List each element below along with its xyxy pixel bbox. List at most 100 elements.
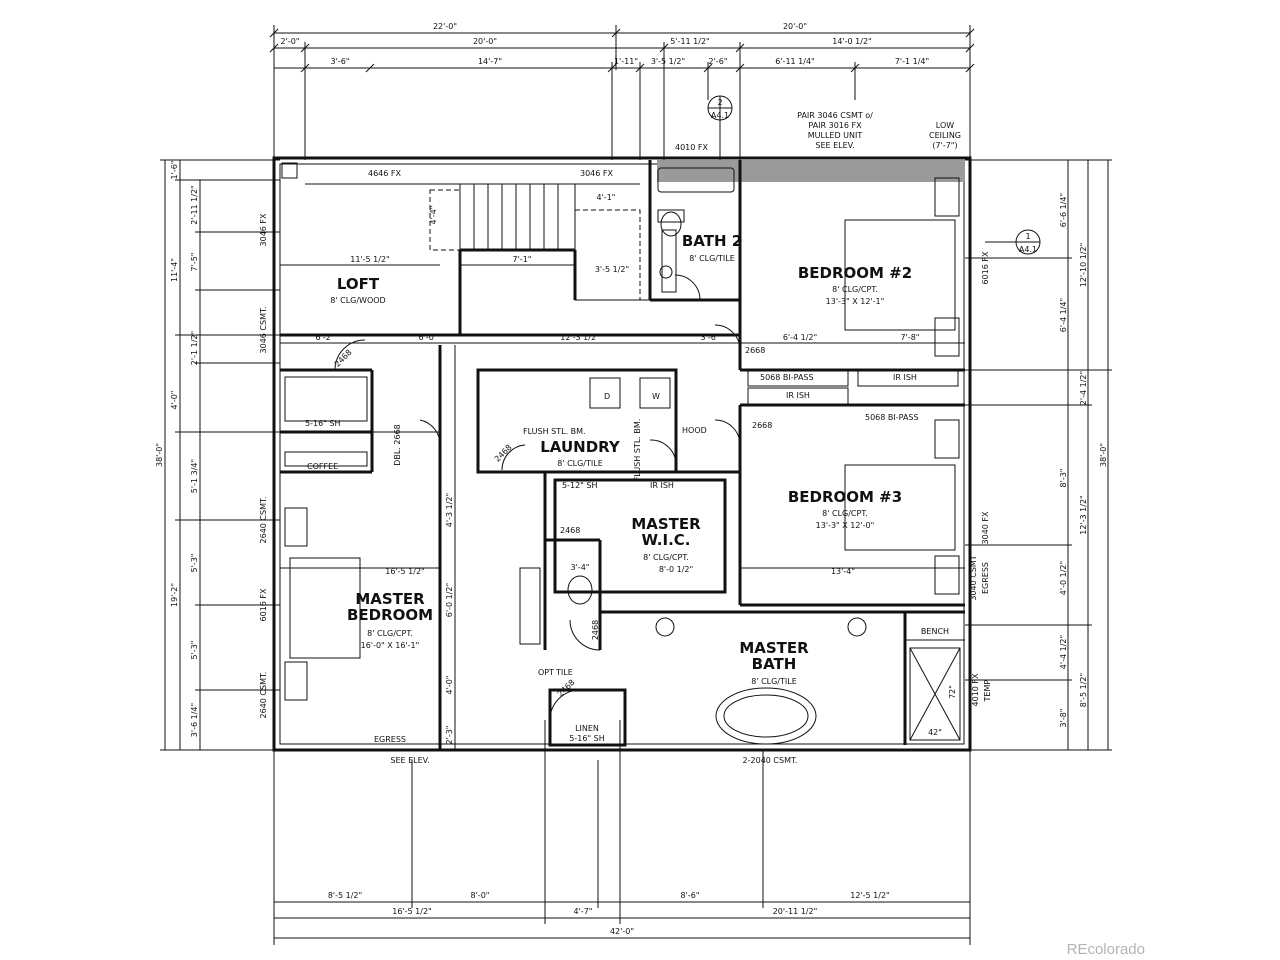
callout-1-sheet: A4.1: [1019, 245, 1037, 254]
note-coffee: COFFEE: [307, 462, 338, 471]
dim-top-5-11: 5'-11 1/2": [670, 37, 709, 46]
room-bedroom3-spec: 8' CLG/CPT.: [822, 509, 868, 518]
note-hood: HOOD: [682, 426, 707, 435]
note-3-4: 3'-4": [571, 563, 590, 572]
dim-right-2-4: 2'-4 1/2": [1079, 371, 1088, 405]
fixtures: [284, 167, 960, 745]
note-2468d: 2468: [556, 678, 577, 699]
dim-int-6-2: 6'-2": [316, 333, 335, 342]
dimension-text-left: 1'-6" 11'-4" 4'-0" 5'-1 3/4" 19'-2" 38'-…: [155, 161, 199, 738]
nightstand-b: [284, 661, 308, 701]
note-4010-fx: 4010 FX: [971, 673, 980, 707]
dim-right-12-10: 12'-10 1/2": [1079, 243, 1088, 288]
note-temp: TEMP.: [983, 679, 992, 703]
dim-right-6-6: 6'-6 1/4": [1059, 193, 1068, 227]
dim-left-1-6: 1'-6": [170, 161, 179, 180]
sink-master-a: [655, 617, 675, 637]
note-2668b: 2668: [752, 421, 772, 430]
note-dbl-2668: DBL. 2668: [393, 424, 402, 466]
vanity-bath2: [661, 229, 677, 293]
nightstand-c: [934, 177, 960, 217]
note-irsh1: IR ISH: [893, 373, 917, 382]
dim-bot-8-0: 8'-0": [471, 891, 490, 900]
dim-right-8-3: 8'-3": [1059, 469, 1068, 488]
room-master-bed-2: BEDROOM: [347, 606, 433, 624]
dim-int-4-1: 4'-1": [597, 193, 616, 202]
dim-left-19-2: 19'-2": [170, 583, 179, 607]
room-master-wic-2: W.I.C.: [641, 531, 690, 549]
room-bedroom2: BEDROOM #2: [798, 264, 912, 282]
note-linen-sh: 5-16" SH: [569, 734, 604, 743]
dim-right-total: 38'-0": [1099, 443, 1108, 467]
annotations: 4646 FX 3046 FX 4010 FX PAIR 3046 CSMT o…: [259, 111, 992, 765]
note-low3: (7'-7"): [932, 141, 957, 150]
closet-shelf-loft: [284, 376, 368, 422]
note-flush2: FLUSH STL. BM.: [633, 419, 642, 482]
dim-right-12-3: 12'-3 1/2": [1079, 495, 1088, 534]
nightstand-e: [934, 419, 960, 459]
dim-top-14-7: 14'-7": [478, 57, 502, 66]
door-swings: [334, 274, 741, 721]
note-irsh3: IR ISH: [650, 481, 674, 490]
dim-left-2-1: 2'-1 1/2": [190, 331, 199, 365]
note-sh-wic: 5-12" SH: [562, 481, 597, 490]
dim-left-7-5: 7'-5": [190, 253, 199, 272]
toilet-master: [567, 575, 593, 605]
note-3040-csmt: 3040 CSMT: [969, 555, 978, 600]
note-bipass1: 5068 BI-PASS: [760, 373, 814, 382]
room-bedroom2-size: 13'-3" X 12'-1": [826, 297, 885, 306]
dim-top-7-1: 7'-1 1/4": [895, 57, 929, 66]
dim-left-11-4: 11'-4": [170, 258, 179, 282]
toilet-bath2: [660, 211, 682, 237]
dim-int-13-4: 13'-4": [831, 567, 855, 576]
dim-int-16-5: 16'-5 1/2": [385, 567, 424, 576]
dimension-text-bottom: 8'-5 1/2" 8'-0" 8'-6" 12'-5 1/2" 16'-5 1…: [328, 891, 890, 936]
dim-bot-8-6: 8'-6": [681, 891, 700, 900]
dim-top-2: 2'-0": [281, 37, 300, 46]
bed-bedroom2: [844, 219, 956, 331]
note-low2: CEILING: [929, 131, 961, 140]
freestanding-tub: [715, 687, 817, 745]
dim-int-11-5: 11'-5 1/2": [350, 255, 389, 264]
dim-right-8-5: 8'-5 1/2": [1079, 673, 1088, 707]
note-2468e: 2468: [333, 348, 354, 369]
note-egress-right: EGRESS: [981, 562, 990, 594]
dim-int-4-3: 4'-3 1/2": [445, 493, 454, 527]
note-2468a: 2468: [560, 526, 580, 535]
dim-int-4-4: 4'-4": [429, 206, 438, 225]
dimension-text-right: 6'-6 1/4" 6'-4 1/4" 2'-4 1/2" 8'-3" 4'-0…: [1059, 193, 1108, 728]
dim-left-2-11: 2'-11 1/2": [190, 185, 199, 224]
bipass-shelf-c: [747, 387, 849, 405]
dim-top-20b: 20'-0": [473, 37, 497, 46]
interior-dimensions: 11'-5 1/2" 7'-1" 3'-5 1/2" 4'-4" 4'-1" 6…: [280, 193, 965, 750]
dim-bot-4-7: 4'-7": [574, 907, 593, 916]
dim-int-3-5: 3'-5 1/2": [595, 265, 629, 274]
dim-top-2-6: 2'-6": [709, 57, 728, 66]
room-bath2-spec: 8' CLG/TILE: [689, 254, 735, 263]
room-master-bed-size: 16'-0" X 16'-1": [361, 641, 420, 650]
dim-top-14: 14'-0 1/2": [832, 37, 871, 46]
note-2640a: 2640 CSMT.: [259, 497, 268, 544]
note-4010: 4010 FX: [675, 143, 709, 152]
dim-int-12-3: 12'-3 1/2": [560, 333, 599, 342]
dim-bot-total: 42'-0": [610, 927, 634, 936]
section-callout-1: 1 A4.1: [985, 229, 1041, 255]
note-see-elev: SEE ELEV.: [390, 756, 429, 765]
dim-int-6-4: 6'-4 1/2": [783, 333, 817, 342]
room-master-wic-1: MASTER: [631, 515, 701, 533]
room-master-wic-spec: 8' CLG/CPT.: [643, 553, 689, 562]
note-3046a: 3046 FX: [580, 169, 614, 178]
note-low1: LOW: [936, 121, 954, 130]
room-master-bath-1: MASTER: [739, 639, 809, 657]
note-linen: LINEN: [575, 724, 599, 733]
dim-left-5-3b: 5'-3": [190, 641, 199, 660]
note-2468c: 2468: [493, 443, 514, 464]
note-pair2: PAIR 3016 FX: [808, 121, 862, 130]
sink-master-b: [847, 617, 867, 637]
note-sh-loft: 5-16" SH: [305, 419, 340, 428]
note-4646: 4646 FX: [368, 169, 402, 178]
callout-1-number: 1: [1025, 232, 1030, 241]
nightstand-a: [284, 507, 308, 547]
dim-top-22: 22'-0": [433, 22, 457, 31]
